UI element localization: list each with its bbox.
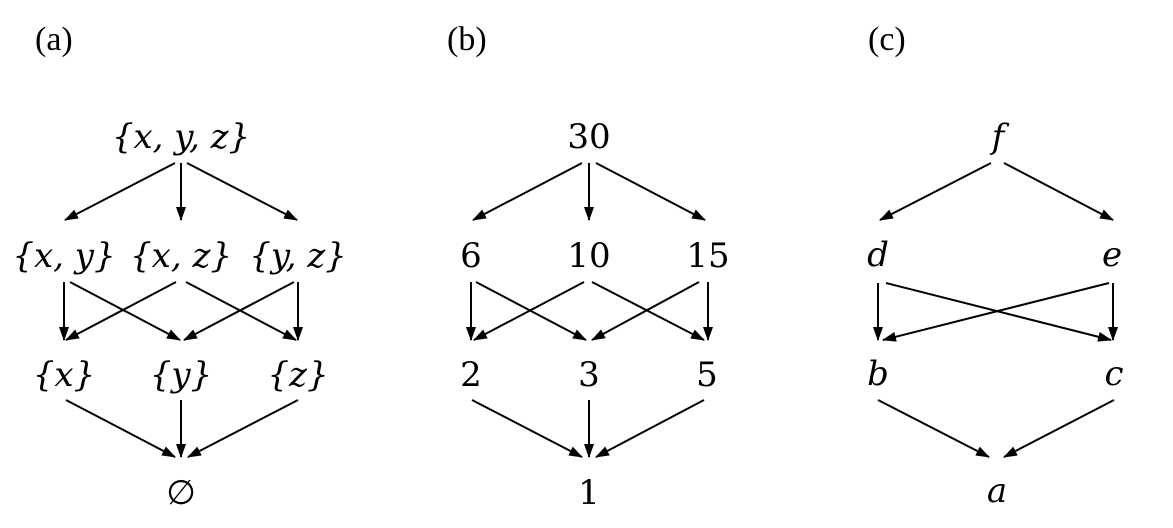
node-f: f (989, 117, 1010, 157)
node-c: c (1104, 354, 1123, 394)
panel-a-edges (59, 162, 303, 458)
node-a: a (987, 471, 1007, 511)
node-empty-set: ∅ (166, 473, 196, 513)
panel-label-a: (a) (35, 21, 73, 58)
node-2: 2 (460, 355, 482, 395)
node-e: e (1102, 235, 1122, 275)
node-5: 5 (696, 355, 718, 395)
edge-c-a (1003, 399, 1115, 458)
edge-30-6 (472, 162, 583, 221)
node-xyz: {x, y, z} (112, 117, 250, 157)
node-x: {x} (33, 355, 95, 395)
node-xz: {x, z} (130, 236, 232, 276)
node-15: 15 (686, 236, 729, 276)
panel-b-nodes: 30 6 10 15 2 3 5 1 (460, 117, 729, 513)
panel-c-nodes: f d e b c a (867, 117, 1123, 511)
edge-10-2 (473, 281, 585, 341)
node-z: {z} (267, 355, 328, 395)
edge-xy-y (69, 281, 181, 341)
panel-b: (b) 30 6 10 15 2 3 5 1 (447, 21, 730, 513)
edge-b-a (877, 399, 990, 458)
node-30: 30 (567, 117, 610, 157)
edge-e-b (882, 282, 1110, 342)
node-3: 3 (578, 355, 600, 395)
node-b: b (867, 354, 889, 394)
edge-xyz-yz (186, 162, 298, 221)
edge-xz-x (65, 281, 177, 341)
edge-xyz-xy (64, 162, 176, 221)
edge-30-15 (595, 162, 706, 221)
edge-5-1 (595, 399, 705, 458)
edge-15-3 (591, 281, 700, 341)
edge-x-empty (65, 399, 176, 458)
panel-label-b: (b) (447, 21, 487, 58)
node-6: 6 (460, 236, 482, 276)
edge-10-5 (591, 281, 705, 341)
edge-yz-y (183, 281, 295, 341)
panel-c-edges (873, 162, 1118, 458)
edge-z-empty (187, 399, 299, 458)
panel-c: (c) f d e b c a (867, 21, 1123, 511)
edge-2-1 (471, 399, 583, 458)
node-10: 10 (567, 236, 610, 276)
panel-a: (a) {x, y, z} {x, y} {x, z} {y, z} {x} {… (12, 21, 346, 513)
node-xy: {x, y} (12, 236, 115, 276)
edge-f-d (879, 162, 992, 221)
node-y: {y} (150, 355, 212, 395)
node-d: d (867, 235, 889, 275)
panel-label-c: (c) (868, 21, 906, 58)
panel-a-nodes: {x, y, z} {x, y} {x, z} {y, z} {x} {y} {… (12, 117, 346, 513)
node-1: 1 (578, 473, 600, 513)
node-yz: {y, z} (249, 236, 346, 276)
panel-b-edges (466, 162, 713, 458)
edge-f-e (1003, 162, 1114, 221)
